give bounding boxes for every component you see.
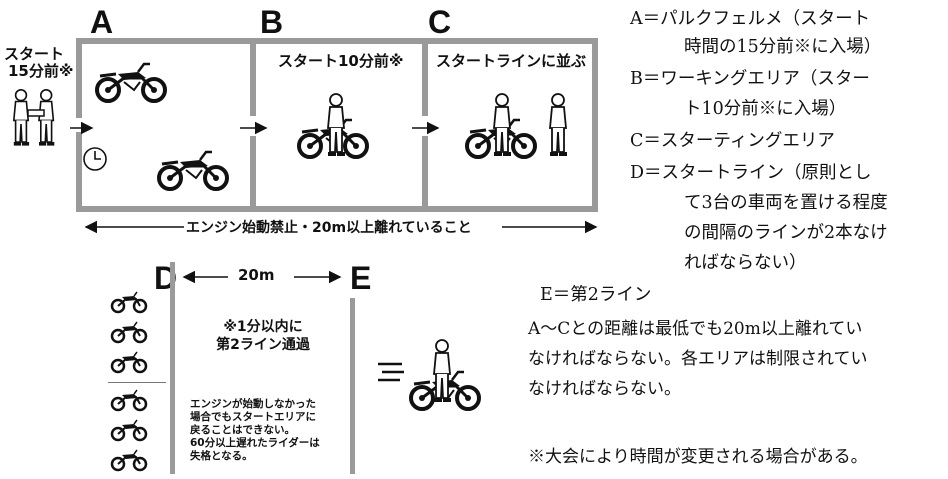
- legend-c-line1: C＝スターティングエリア: [630, 131, 835, 151]
- legend-time-note: ※大会により時間が変更される場合がある。: [528, 447, 868, 467]
- motorcycle-icon: [157, 150, 229, 191]
- clock-icon: [83, 147, 107, 171]
- no-engine-arrow-icon: [84, 220, 598, 234]
- engine-note-line4: 60分以上遅れたライダーは: [190, 437, 320, 449]
- zone-e-label: E: [350, 260, 372, 296]
- pass-note-line1: ※1分以内に: [223, 319, 303, 335]
- arrow-b-to-c-icon: [412, 121, 440, 135]
- legend-distance-line1: A〜Cとの距離は最低でも20m以上離れてい: [528, 319, 863, 339]
- legend-a-line1: A＝パルクフェルメ（スタート: [630, 9, 871, 29]
- second-line-e: [350, 298, 355, 474]
- engine-note-line3: 戻ることはできない。: [190, 424, 295, 436]
- legend-d-line4: ればならない）: [684, 253, 807, 273]
- legend-d-line1: D＝スタートライン（原則とし: [630, 163, 872, 183]
- no-engine-banner: エンジン始動禁止・20m以上離れていること: [186, 220, 472, 236]
- engine-note-line5: 失格となる。: [190, 450, 253, 462]
- rider-with-motorcycle-icon: [465, 93, 537, 159]
- legend-distance-line2: なければならない。各エリアは制限されてい: [528, 349, 868, 369]
- motorcycle-icon: [110, 320, 148, 344]
- legend-d-line2: て3台の車両を置ける程度: [684, 193, 888, 213]
- rider-with-motorcycle-icon: [297, 93, 369, 159]
- zone-a-label: A: [90, 4, 114, 40]
- legend-d-line3: の間隔のラインが2本なけ: [684, 223, 888, 243]
- zone-b-label: B: [260, 4, 284, 40]
- moving-rider-icon: [378, 339, 481, 411]
- distance-label: 20m: [238, 266, 275, 284]
- arrow-a-to-b-icon: [240, 121, 268, 135]
- officials-illustration: [12, 88, 56, 147]
- zone-c-label: C: [428, 4, 452, 40]
- start-note-line1: スタート: [4, 45, 65, 63]
- official-icon: [549, 93, 568, 157]
- arrow-into-a-icon: [70, 121, 94, 135]
- motorcycle-icon: [95, 62, 167, 103]
- motorcycle-icon: [110, 448, 148, 472]
- legend-b-line2: ト10分前※に入場）: [684, 99, 847, 119]
- engine-note-line2: 場合でもスタートエリアに: [190, 411, 316, 423]
- zone-c-caption: スタートラインに並ぶ: [436, 52, 587, 70]
- motorcycle-icon: [110, 290, 148, 314]
- engine-note-line1: エンジンが始動しなかった: [190, 398, 316, 410]
- legend-b-line1: B＝ワーキングエリア（スター: [630, 69, 870, 89]
- start-note-line2: 15分前※: [8, 62, 74, 80]
- legend-e-line1: E＝第2ライン: [540, 285, 652, 305]
- start-line-d: [170, 262, 175, 474]
- zone-b-caption: スタート10分前※: [278, 52, 404, 70]
- legend-a-line2: 時間の15分前※に入場）: [684, 37, 882, 57]
- motorcycle-icon: [110, 350, 148, 374]
- distance-arrow-icon: [182, 270, 342, 284]
- motorcycle-icon: [110, 418, 148, 442]
- pass-note-line2: 第2ライン通過: [216, 337, 310, 353]
- motorcycle-icon: [110, 388, 148, 412]
- legend-distance-line3: なければならない。: [528, 379, 681, 399]
